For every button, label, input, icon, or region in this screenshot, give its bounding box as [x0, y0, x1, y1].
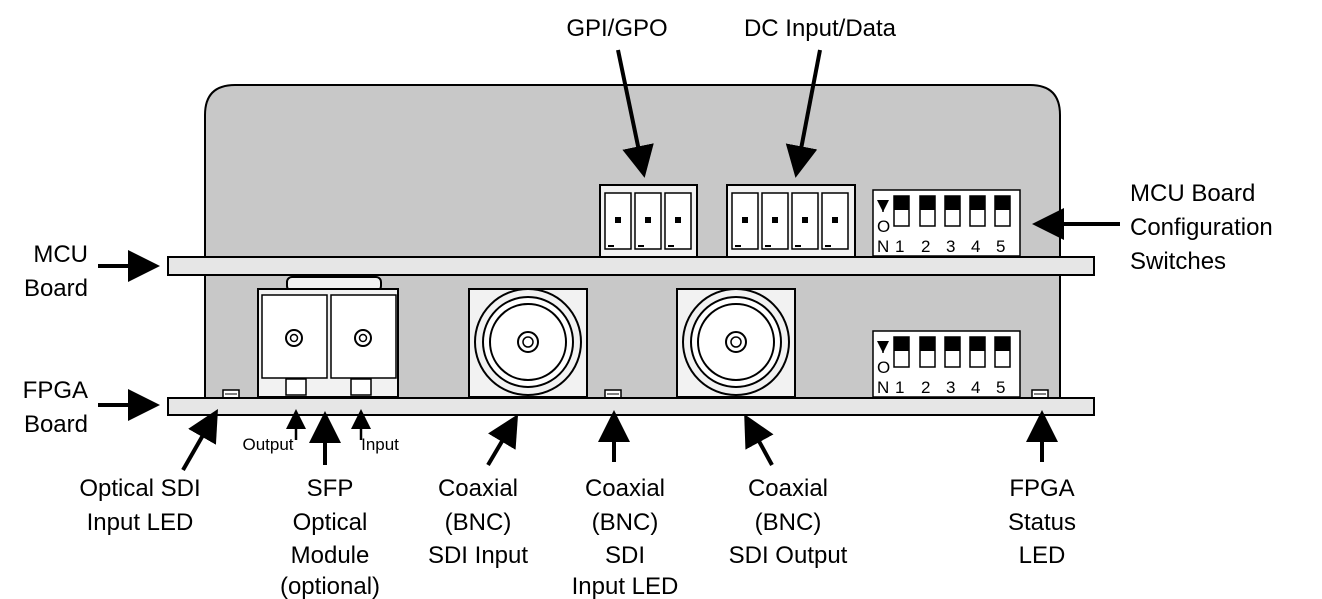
svg-text:SDI Output: SDI Output [729, 542, 848, 569]
svg-text:(BNC): (BNC) [592, 509, 659, 536]
mcu-switch-on-o: O [877, 217, 890, 236]
label-gpi-gpo: GPI/GPO [566, 15, 667, 42]
mcu-switch-bank: O N 1 2 3 4 5 [872, 189, 1021, 257]
fpga-board [167, 397, 1095, 416]
svg-text:LED: LED [1019, 542, 1066, 569]
svg-text:FPGA: FPGA [1009, 475, 1074, 502]
svg-text:Board: Board [24, 411, 88, 438]
fpga-switch-num-5: 5 [996, 378, 1005, 397]
optical-sdi-led [222, 389, 240, 399]
bnc-output-connector [676, 288, 796, 398]
svg-text:Input LED: Input LED [87, 509, 194, 536]
label-optical-led: Optical SDI Input LED [79, 475, 200, 536]
svg-text:SFP: SFP [307, 475, 354, 502]
svg-text:MCU: MCU [33, 241, 88, 268]
svg-text:Board: Board [24, 275, 88, 302]
fpga-switch-on-n: N [877, 378, 889, 397]
svg-text:MCU Board: MCU Board [1130, 180, 1255, 207]
fpga-status-led [1031, 389, 1049, 399]
svg-text:Input LED: Input LED [572, 573, 679, 599]
label-dc-input: DC Input/Data [744, 15, 897, 42]
mcu-switch-num-2: 2 [921, 237, 930, 256]
mcu-switch-num-1: 1 [895, 237, 904, 256]
svg-text:(BNC): (BNC) [445, 509, 512, 536]
dc-input-connector [726, 184, 856, 259]
fpga-switch-bank: O N 1 2 3 4 5 [872, 330, 1021, 398]
svg-text:Optical SDI: Optical SDI [79, 475, 200, 502]
label-sfp-input: Input [361, 435, 399, 454]
label-bnc-input-led: Coaxial (BNC) SDI Input LED [572, 475, 679, 599]
svg-text:SDI: SDI [605, 542, 645, 569]
mcu-switch-num-4: 4 [971, 237, 980, 256]
label-bnc-output: Coaxial (BNC) SDI Output [729, 475, 848, 569]
fpga-switch-on-o: O [877, 358, 890, 377]
svg-text:Configuration: Configuration [1130, 214, 1273, 241]
svg-text:Coaxial: Coaxial [748, 475, 828, 502]
svg-text:Optical: Optical [293, 509, 368, 536]
label-mcu-switches: MCU Board Configuration Switches [1130, 180, 1273, 275]
label-sfp-module: SFP Optical Module (optional) [280, 475, 380, 599]
gpi-gpo-connector [599, 184, 698, 259]
fpga-switch-num-2: 2 [921, 378, 930, 397]
label-fpga-board: FPGA Board [23, 377, 88, 438]
svg-text:Coaxial: Coaxial [585, 475, 665, 502]
svg-text:Module: Module [291, 542, 370, 569]
svg-text:(BNC): (BNC) [755, 509, 822, 536]
svg-text:Switches: Switches [1130, 248, 1226, 275]
mcu-switch-on-n: N [877, 237, 889, 256]
svg-text:FPGA: FPGA [23, 377, 88, 404]
fpga-switch-num-3: 3 [946, 378, 955, 397]
svg-text:Coaxial: Coaxial [438, 475, 518, 502]
svg-text:SDI Input: SDI Input [428, 542, 528, 569]
svg-text:(optional): (optional) [280, 573, 380, 599]
label-sfp-output: Output [242, 435, 293, 454]
svg-text:Status: Status [1008, 509, 1076, 536]
fpga-switch-num-4: 4 [971, 378, 980, 397]
sfp-optical-module [257, 276, 399, 398]
mcu-board [167, 256, 1095, 276]
bnc-input-connector [468, 288, 588, 398]
callout-arrows [98, 49, 1120, 471]
fpga-switch-num-1: 1 [895, 378, 904, 397]
label-mcu-board: MCU Board [24, 241, 88, 302]
label-fpga-led: FPGA Status LED [1008, 475, 1076, 569]
mcu-switch-num-3: 3 [946, 237, 955, 256]
mcu-switch-num-5: 5 [996, 237, 1005, 256]
bnc-input-led [604, 389, 622, 399]
label-bnc-input: Coaxial (BNC) SDI Input [428, 475, 528, 569]
